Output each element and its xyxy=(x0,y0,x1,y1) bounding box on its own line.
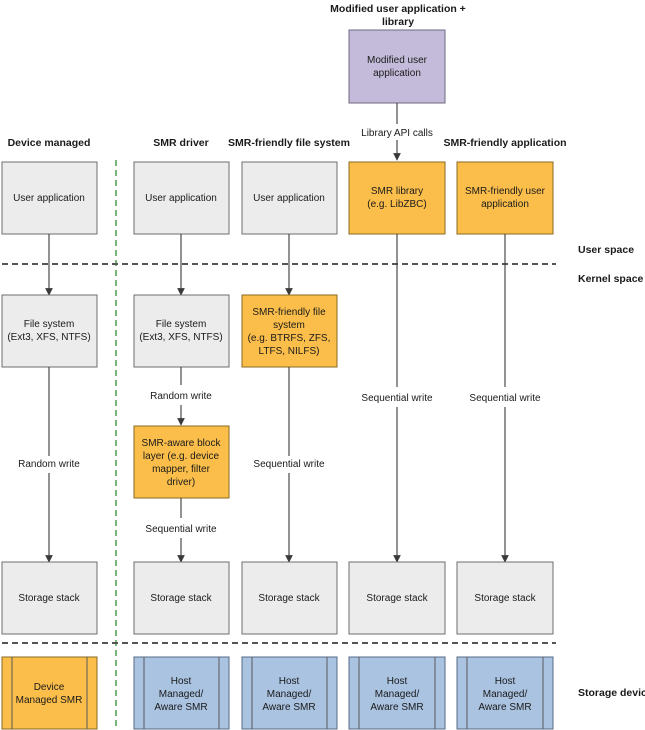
device-managed-storage-stack-label: Storage stack xyxy=(18,593,80,604)
smr-app-storage-stack-box xyxy=(456,561,554,635)
smr-aware-block-line1: SMR-aware block xyxy=(142,438,222,449)
device-managed-smr-line1: Device xyxy=(34,682,65,693)
storage-device-label: Storage device xyxy=(578,687,645,699)
modified-user-application-line2: application xyxy=(373,68,421,79)
top-title-line2: library xyxy=(382,16,414,28)
smr-driver-fs-line1: File system xyxy=(156,319,207,330)
smr-fs-user-application-box xyxy=(241,161,338,235)
smr-fs-line2: system xyxy=(273,320,305,331)
modified-user-application-box xyxy=(348,29,446,104)
smr-aware-block-layer-box xyxy=(133,425,230,499)
smr-friendly-file-system-box xyxy=(241,294,338,368)
device-managed-file-system-box xyxy=(1,294,98,368)
smr-fs-line3: (e.g. BTRFS, ZFS, xyxy=(248,333,331,344)
device-managed-user-application-box xyxy=(1,161,98,235)
smr-library-box xyxy=(348,161,446,235)
smr-driver-file-system-box xyxy=(133,294,230,368)
smr-app-line1: SMR-friendly user xyxy=(465,186,546,197)
library-storage-stack-box xyxy=(348,561,446,635)
smr-driver-device-line3: Aware SMR xyxy=(154,702,207,713)
library-device-line3: Aware SMR xyxy=(370,702,423,713)
smr-fs-line1: SMR-friendly file xyxy=(252,307,326,318)
smr-fs-device-line1: Host xyxy=(279,676,300,687)
smr-app-host-managed-device-box xyxy=(456,656,554,730)
smr-fs-device-line3: Aware SMR xyxy=(262,702,315,713)
library-sequential-write-label: Sequential write xyxy=(361,393,433,404)
library-device-line2: Managed/ xyxy=(375,689,420,700)
smr-aware-block-line3: mapper, filter xyxy=(152,464,210,475)
smr-app-device-line2: Managed/ xyxy=(483,689,528,700)
smr-app-device-line1: Host xyxy=(495,676,516,687)
header-device-managed: Device managed xyxy=(8,137,91,149)
smr-app-sequential-write-label: Sequential write xyxy=(469,393,541,404)
device-managed-random-write-label: Random write xyxy=(18,459,80,470)
smr-fs-user-application-label: User application xyxy=(253,193,325,204)
smr-app-storage-stack-label: Storage stack xyxy=(474,593,536,604)
header-smr-friendly-file-system: SMR-friendly file system xyxy=(228,137,350,149)
smr-aware-block-line4: driver) xyxy=(167,477,195,488)
device-managed-storage-stack-box xyxy=(1,561,98,635)
device-managed-fs-line1: File system xyxy=(24,319,75,330)
smr-driver-host-managed-device-box xyxy=(133,656,230,730)
smr-app-line2: application xyxy=(481,199,529,210)
smr-fs-line4: LTFS, NILFS) xyxy=(259,346,320,357)
library-host-managed-device-box xyxy=(348,656,446,730)
smr-driver-storage-stack-box xyxy=(133,561,230,635)
smr-driver-user-application-box xyxy=(133,161,230,235)
smr-friendly-user-application-box xyxy=(456,161,554,235)
smr-fs-storage-stack-label: Storage stack xyxy=(258,593,320,604)
library-device-line1: Host xyxy=(387,676,408,687)
smr-fs-storage-stack-box xyxy=(241,561,338,635)
device-managed-smr-device-box xyxy=(1,656,98,730)
smr-fs-device-line2: Managed/ xyxy=(267,689,312,700)
smr-driver-fs-line2: (Ext3, XFS, NTFS) xyxy=(139,332,222,343)
smr-driver-sequential-write-label: Sequential write xyxy=(145,524,217,535)
smr-app-device-line3: Aware SMR xyxy=(478,702,531,713)
kernel-space-label: Kernel space xyxy=(578,273,644,285)
header-smr-driver: SMR driver xyxy=(153,137,208,149)
smr-fs-sequential-write-label: Sequential write xyxy=(253,459,325,470)
smr-driver-device-line2: Managed/ xyxy=(159,689,204,700)
library-storage-stack-label: Storage stack xyxy=(366,593,428,604)
modified-user-application-line1: Modified user xyxy=(367,55,428,66)
smr-driver-device-line1: Host xyxy=(171,676,192,687)
smr-library-line2: (e.g. LibZBC) xyxy=(367,199,426,210)
device-managed-smr-line2: Managed SMR xyxy=(16,695,83,706)
smr-aware-block-line2: layer (e.g. device xyxy=(143,451,220,462)
smr-driver-storage-stack-label: Storage stack xyxy=(150,593,212,604)
device-managed-user-application-label: User application xyxy=(13,193,85,204)
user-space-label: User space xyxy=(578,244,634,256)
smr-library-line1: SMR library xyxy=(371,186,423,197)
top-title-line1: Modified user application + xyxy=(330,3,466,15)
device-managed-fs-line2: (Ext3, XFS, NTFS) xyxy=(7,332,90,343)
library-api-calls-label: Library API calls xyxy=(361,128,433,139)
smr-driver-user-application-label: User application xyxy=(145,193,217,204)
smr-fs-host-managed-device-box xyxy=(241,656,338,730)
header-smr-friendly-application: SMR-friendly application xyxy=(443,137,566,149)
smr-driver-random-write-label: Random write xyxy=(150,391,212,402)
